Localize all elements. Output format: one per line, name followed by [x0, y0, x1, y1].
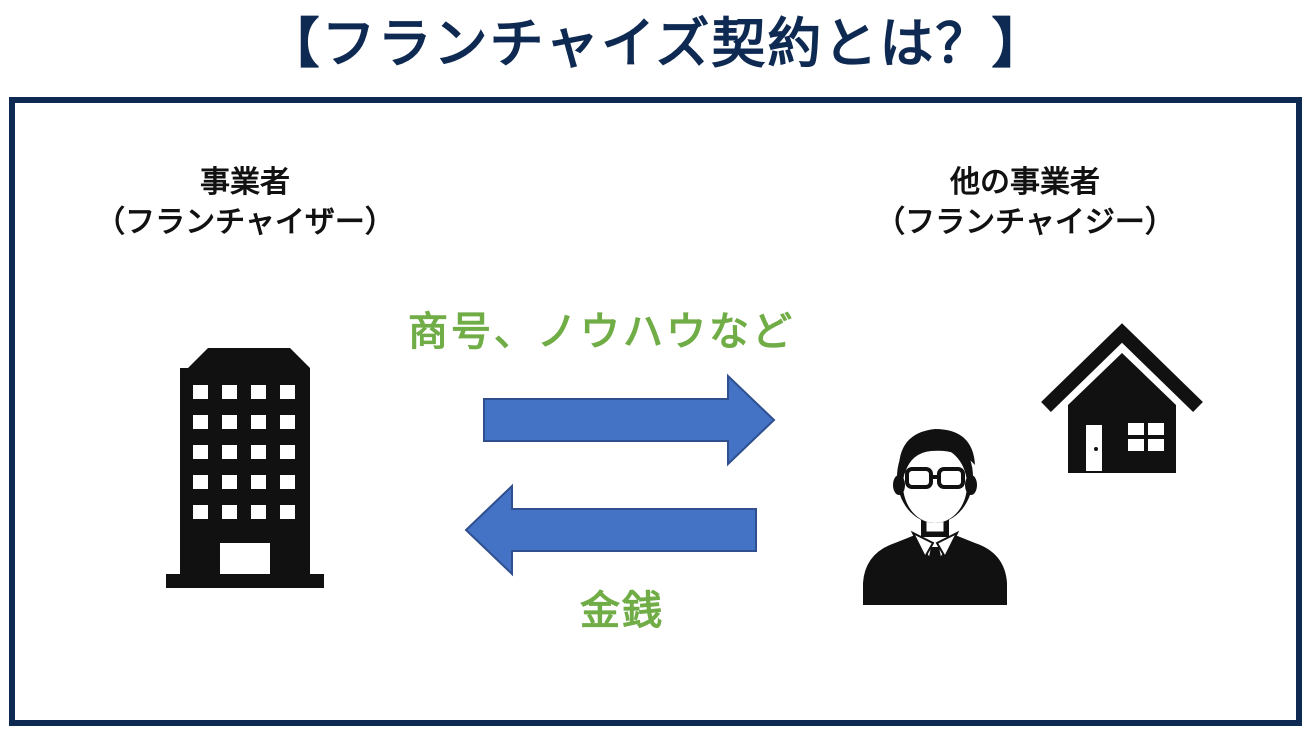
franchisee-label: 他の事業者 （フランチャイジー）: [840, 163, 1210, 243]
flow-label-to-franchisee: 商号、ノウハウなど: [408, 309, 795, 355]
arrow-left-icon: [464, 483, 757, 577]
arrow-right-icon: [483, 373, 776, 467]
house-icon: [1041, 323, 1203, 473]
businessman-icon: [863, 429, 1007, 605]
franchisor-label-line1: 事業者: [200, 165, 290, 200]
franchisor-label: 事業者 （フランチャイザー）: [70, 163, 420, 243]
franchisee-label-line1: 他の事業者: [950, 165, 1100, 200]
franchisor-label-line2: （フランチャイザー）: [95, 205, 395, 240]
franchisee-label-line2: （フランチャイジー）: [875, 205, 1175, 240]
office-building-icon: [166, 348, 324, 588]
page-title: 【フランチャイズ契約とは？】: [265, 12, 1048, 75]
flow-label-to-franchisor: 金銭: [580, 588, 664, 634]
